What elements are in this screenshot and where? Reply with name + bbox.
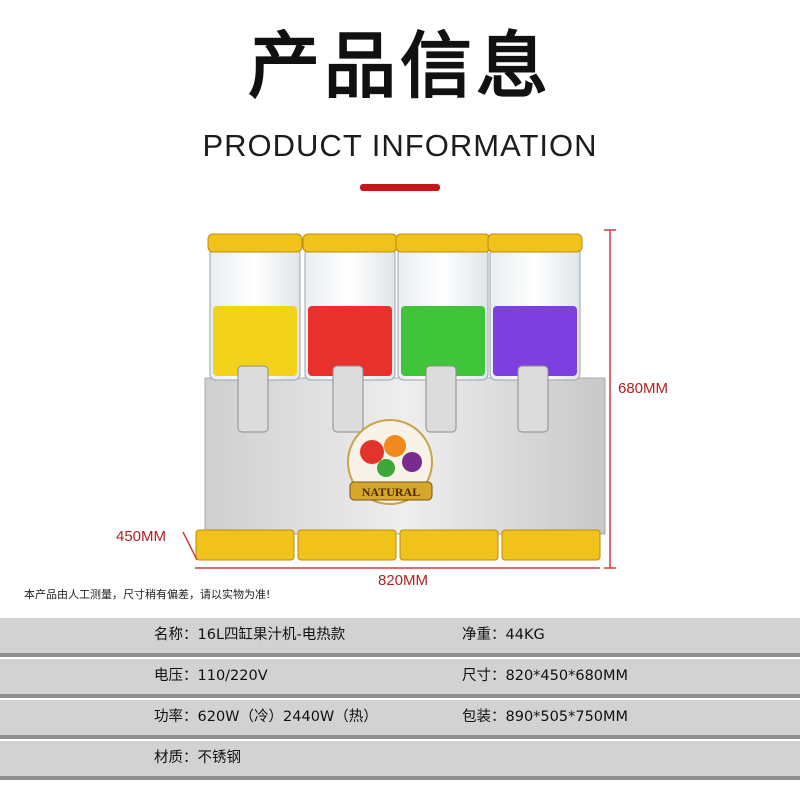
spec-row: 功率：620W（冷）2440W（热） 包装：890*505*750MM <box>0 700 800 735</box>
title-english: PRODUCT INFORMATION <box>202 128 598 163</box>
drip-tray <box>501 529 601 561</box>
dispense-tap <box>425 365 457 433</box>
depth-dimension-label: 450MM <box>116 528 167 545</box>
spec-divider <box>0 735 800 739</box>
product-image: NATURAL 680MM 450MM 820MM <box>0 200 800 589</box>
measurement-note: 本产品由人工测量，尺寸稍有偏差，请以实物为准! <box>24 588 271 601</box>
drip-trays <box>195 529 601 561</box>
spec-divider <box>0 776 800 780</box>
spec-row: 材质：不锈钢 <box>0 741 800 776</box>
juice-tank <box>302 233 398 433</box>
spec-package: 包装：890*505*750MM <box>462 709 629 725</box>
juice-tank <box>395 233 491 433</box>
spec-name: 名称：16L四缸果汁机-电热款 <box>154 627 346 643</box>
width-dimension-label: 820MM <box>378 572 429 589</box>
juice-fill <box>493 306 577 376</box>
juice-fill <box>308 306 392 376</box>
title-chinese: 产品信息 <box>247 24 552 108</box>
juice-tanks <box>207 233 583 433</box>
juice-fill <box>213 306 297 376</box>
juice-tank <box>487 233 583 433</box>
tank-lid <box>302 233 398 253</box>
logo-text: NATURAL <box>362 485 420 499</box>
dispense-tap <box>237 365 269 433</box>
spec-voltage: 电压：110/220V <box>154 668 268 684</box>
tank-lid <box>487 233 583 253</box>
tank-lid <box>395 233 491 253</box>
depth-dimension-line <box>182 531 198 561</box>
juice-dispenser-illustration: NATURAL <box>182 229 616 569</box>
drip-tray <box>399 529 499 561</box>
tank-lid <box>207 233 303 253</box>
dispense-tap <box>332 365 364 433</box>
height-dimension-label: 680MM <box>618 380 669 397</box>
dispense-tap <box>517 365 549 433</box>
spec-power: 功率：620W（冷）2440W（热） <box>154 709 378 725</box>
drip-tray <box>195 529 295 561</box>
spec-divider <box>0 653 800 657</box>
natural-logo: NATURAL <box>347 419 433 505</box>
spec-size: 尺寸：820*450*680MM <box>462 668 629 684</box>
juice-tank <box>207 233 303 433</box>
spec-row: 名称：16L四缸果汁机-电热款 净重：44KG <box>0 618 800 653</box>
drip-tray <box>297 529 397 561</box>
title-underline <box>360 184 440 191</box>
juice-fill <box>401 306 485 376</box>
spec-divider <box>0 694 800 698</box>
spec-weight: 净重：44KG <box>462 627 545 643</box>
spec-row: 电压：110/220V 尺寸：820*450*680MM <box>0 659 800 694</box>
spec-material: 材质：不锈钢 <box>154 750 241 766</box>
